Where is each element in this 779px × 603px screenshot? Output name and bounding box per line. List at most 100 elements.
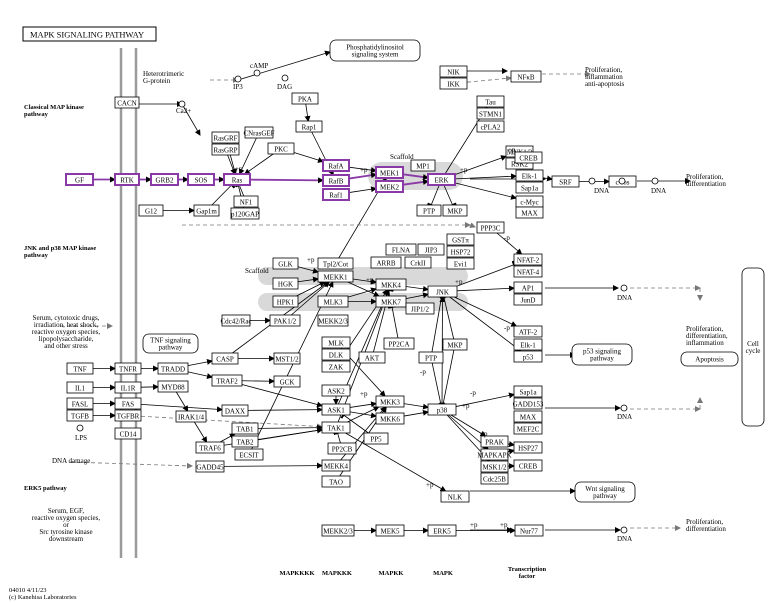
- mkk3-gene-box[interactable]: MKK3: [375, 395, 405, 408]
- tnf-gene-box[interactable]: TNF: [66, 362, 94, 375]
- elk1a-gene-box[interactable]: Elk-1: [515, 169, 544, 182]
- creb1-gene-box[interactable]: CREB: [514, 151, 543, 164]
- cd14-gene-box[interactable]: CD14: [114, 427, 142, 440]
- sos-gene-box[interactable]: SOS: [187, 173, 215, 186]
- cdc25b-gene-box[interactable]: Cdc25B: [480, 472, 509, 485]
- sap1a-gene-box[interactable]: Sap1a: [515, 181, 544, 194]
- gstpi-gene-box[interactable]: GSTπ: [446, 233, 475, 246]
- hsp27-gene-box[interactable]: HSP27: [513, 441, 543, 454]
- rasgrp-gene-box[interactable]: RasGRP: [211, 143, 240, 156]
- mlk-gene-box[interactable]: MLK: [321, 336, 351, 349]
- p120gap-gene-box[interactable]: p120GAP: [230, 207, 260, 220]
- cnrasgef-gene-box[interactable]: CNrasGEF: [243, 126, 275, 139]
- nlk-gene-box[interactable]: NLK: [440, 490, 470, 503]
- jund-gene-box[interactable]: JunD: [513, 293, 543, 306]
- tak1-gene-box[interactable]: TAK1: [321, 421, 351, 434]
- fasl-gene-box[interactable]: FASL: [66, 397, 94, 410]
- nfkb-gene-box[interactable]: NFκB: [510, 70, 542, 83]
- ras-gene-box[interactable]: Ras: [223, 173, 251, 186]
- ppp3c-gene-box[interactable]: PPP3C: [476, 221, 505, 234]
- pak12-gene-box[interactable]: PAK1/2: [269, 314, 301, 327]
- ikk-gene-box[interactable]: IKK: [439, 77, 468, 90]
- nur77-gene-box[interactable]: Nur77: [514, 524, 544, 537]
- mek5-gene-box[interactable]: MEK5: [375, 524, 405, 537]
- mkk7-gene-box[interactable]: MKK7: [375, 295, 407, 308]
- rafb-gene-box[interactable]: RafB: [322, 174, 350, 187]
- tgfb-gene-box[interactable]: TGFB: [66, 409, 94, 422]
- erk-gene-box[interactable]: ERK: [427, 173, 456, 186]
- mekk23-gene-box[interactable]: MEKK2/3: [317, 314, 349, 327]
- g12-gene-box[interactable]: G12: [138, 204, 164, 217]
- mef2c-gene-box[interactable]: MEF2C: [513, 422, 543, 435]
- mst12-gene-box[interactable]: MST1/2: [273, 352, 301, 365]
- traf6-gene-box[interactable]: TRAF6: [195, 441, 225, 454]
- nf1-gene-box[interactable]: NF1: [233, 195, 259, 208]
- pka-gene-box[interactable]: PKA: [291, 92, 319, 105]
- gap1m-gene-box[interactable]: Gap1m: [193, 204, 220, 217]
- ecsit-gene-box[interactable]: ECSIT: [234, 448, 264, 461]
- tab1-gene-box[interactable]: TAB1: [231, 422, 259, 435]
- hgk-gene-box[interactable]: HGK: [272, 277, 299, 290]
- pp5-gene-box[interactable]: PP5: [363, 432, 389, 445]
- casp-gene-box[interactable]: CASP: [211, 352, 239, 365]
- p38-gene-box[interactable]: p38: [427, 403, 457, 416]
- rap1-gene-box[interactable]: Rap1: [295, 120, 323, 133]
- cpla2-gene-box[interactable]: cPLA2: [476, 120, 505, 133]
- mek1-gene-box[interactable]: MEK1: [375, 166, 404, 179]
- cdc42-gene-box[interactable]: Cdc42/Rac: [220, 314, 252, 327]
- gadd153-gene-box[interactable]: GADD153: [513, 397, 544, 410]
- atf2a-gene-box[interactable]: ATF-2: [513, 325, 543, 338]
- tgfbr-gene-box[interactable]: TGFBR: [114, 409, 142, 422]
- tnfr-gene-box[interactable]: TNFR: [114, 362, 142, 375]
- hspb1-gene-box[interactable]: HSP72: [446, 245, 475, 258]
- ptp1-gene-box[interactable]: PTP: [416, 204, 442, 217]
- raf1-gene-box[interactable]: Raf1: [322, 188, 350, 201]
- tao-gene-box[interactable]: TAO: [321, 475, 351, 488]
- prak-gene-box[interactable]: PRAK: [480, 435, 509, 448]
- mlk3-gene-box[interactable]: MLK3: [317, 295, 349, 308]
- nik-gene-box[interactable]: NIK: [439, 65, 468, 78]
- rafa-gene-box[interactable]: RafA: [322, 159, 350, 172]
- tab2-gene-box[interactable]: TAB2: [231, 435, 259, 448]
- hpk1-gene-box[interactable]: HPK1: [272, 295, 299, 308]
- cacn-gene-box[interactable]: CACN: [114, 96, 140, 109]
- mekk4-gene-box[interactable]: MEKK4: [321, 459, 351, 472]
- stmn1-gene-box[interactable]: STMN1: [476, 107, 505, 120]
- mkp2-gene-box[interactable]: MKP: [442, 338, 468, 351]
- flna-gene-box[interactable]: FLNA: [385, 243, 417, 256]
- jip12-gene-box[interactable]: JIP1/2: [405, 302, 435, 315]
- mekk1-gene-box[interactable]: MEKK1: [317, 270, 354, 283]
- grb2-gene-box[interactable]: GRB2: [150, 173, 179, 186]
- tau-gene-box[interactable]: Tau: [476, 95, 505, 108]
- il1-gene-box[interactable]: IL1: [66, 381, 94, 394]
- ap1-gene-box[interactable]: AP1: [513, 281, 543, 294]
- ptp2-gene-box[interactable]: PTP: [418, 351, 444, 364]
- zak-gene-box[interactable]: ZAK: [321, 360, 351, 373]
- mp1-gene-box[interactable]: MP1: [410, 159, 436, 172]
- arrb-gene-box[interactable]: ARRB: [370, 256, 402, 269]
- mkp1-gene-box[interactable]: MKP: [442, 204, 468, 217]
- ask2-gene-box[interactable]: ASK2: [321, 384, 351, 397]
- gadd45-gene-box[interactable]: GADD45: [195, 460, 225, 473]
- irak14-gene-box[interactable]: IRAK1/4: [175, 410, 207, 423]
- tradd-gene-box[interactable]: TRADD: [157, 362, 189, 375]
- il1r-gene-box[interactable]: IL1R: [114, 381, 142, 394]
- pkc-gene-box[interactable]: PKC: [267, 142, 295, 155]
- jip3-gene-box[interactable]: JIP3: [417, 243, 445, 256]
- pp2cb-gene-box[interactable]: PP2CB: [327, 442, 357, 455]
- sap1b-gene-box[interactable]: Sap1a: [513, 385, 543, 398]
- gf-gene-box[interactable]: GF: [65, 173, 94, 186]
- traf2-gene-box[interactable]: TRAF2: [211, 374, 243, 387]
- creb2-gene-box[interactable]: CREB: [513, 459, 543, 472]
- mekk23b-gene-box[interactable]: MEKK2/3: [321, 524, 355, 537]
- elk1b-gene-box[interactable]: Elk-1: [513, 338, 543, 351]
- rasgrf-gene-box[interactable]: RasGRF: [211, 131, 240, 144]
- akt-gene-box[interactable]: AKT: [358, 351, 386, 364]
- dlk-gene-box[interactable]: DLK: [321, 348, 351, 361]
- rtk-gene-box[interactable]: RTK: [114, 173, 140, 186]
